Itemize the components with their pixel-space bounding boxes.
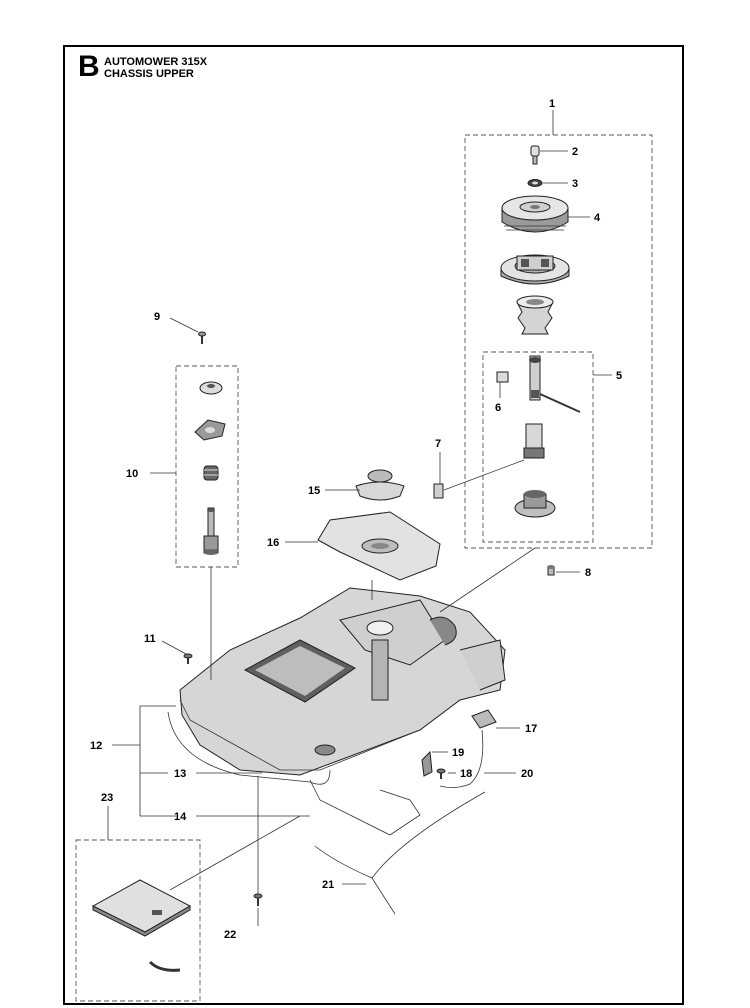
part-5-shaft-assembly: [514, 355, 581, 518]
callout-13: 13: [174, 768, 186, 780]
part-11-screw: [183, 653, 193, 664]
callout-21: 21: [322, 879, 334, 891]
group-box-23: [75, 839, 201, 1002]
callout-3: 3: [572, 178, 578, 190]
callout-5: 5: [616, 370, 622, 382]
part-20-cable: [439, 729, 484, 788]
part-19-clip: [421, 750, 433, 777]
callout-8: 8: [585, 567, 591, 579]
callout-23: 23: [101, 792, 113, 804]
callout-15: 15: [308, 485, 320, 497]
callout-9: 9: [154, 311, 160, 323]
diagram-frame: [63, 45, 684, 1005]
callout-10: 10: [126, 468, 138, 480]
callout-4: 4: [594, 212, 601, 224]
part-10-knob-assembly: [194, 381, 226, 555]
leader-lines: [107, 110, 612, 926]
callout-22: 22: [224, 929, 236, 941]
group-box-1: [464, 134, 653, 549]
part-2-pin: [530, 145, 540, 165]
group-box-10: [175, 365, 239, 568]
part-6-square-nut: [496, 371, 509, 383]
callout-20: 20: [521, 768, 533, 780]
part-16-plate: [317, 511, 441, 581]
callout-11: 11: [144, 633, 156, 645]
part-13-gasket: [167, 711, 331, 785]
part-8-screw: [547, 565, 555, 576]
part-22-screw: [253, 893, 263, 906]
callout-labels: 1 2 3 4 5 6 7 8 9 10 11 12 13 14 15 16 1…: [90, 98, 622, 941]
section-subtitle: CHASSIS UPPER: [104, 68, 194, 80]
part-18-screw: [436, 768, 446, 779]
group-box-5: [482, 351, 594, 543]
callout-14: 14: [174, 811, 187, 823]
part-21-cable-harness: [314, 791, 486, 915]
section-letter: B: [78, 50, 100, 83]
part-17-plate: [471, 709, 497, 729]
bellows-seal: [516, 295, 554, 335]
part-23-circuit-board: [91, 879, 192, 972]
callout-6: 6: [495, 402, 501, 414]
part-7-clip: [433, 483, 444, 499]
height-adjust-ring: [500, 254, 570, 285]
part-9-screw: [198, 331, 206, 344]
part-14-seal: [309, 779, 421, 836]
part-4-top-cover: [501, 195, 569, 233]
callout-12: 12: [90, 740, 102, 752]
model-title: AUTOMOWER 315X: [104, 56, 208, 68]
callout-17: 17: [525, 723, 537, 735]
callout-7: 7: [435, 438, 441, 450]
callout-16: 16: [267, 537, 279, 549]
part-15-cap: [355, 469, 405, 501]
callout-19: 19: [452, 747, 464, 759]
part-3-nut: [527, 179, 543, 187]
callout-2: 2: [572, 146, 578, 158]
callout-18: 18: [460, 768, 472, 780]
callout-1: 1: [549, 98, 555, 110]
main-chassis-body: [179, 587, 506, 776]
